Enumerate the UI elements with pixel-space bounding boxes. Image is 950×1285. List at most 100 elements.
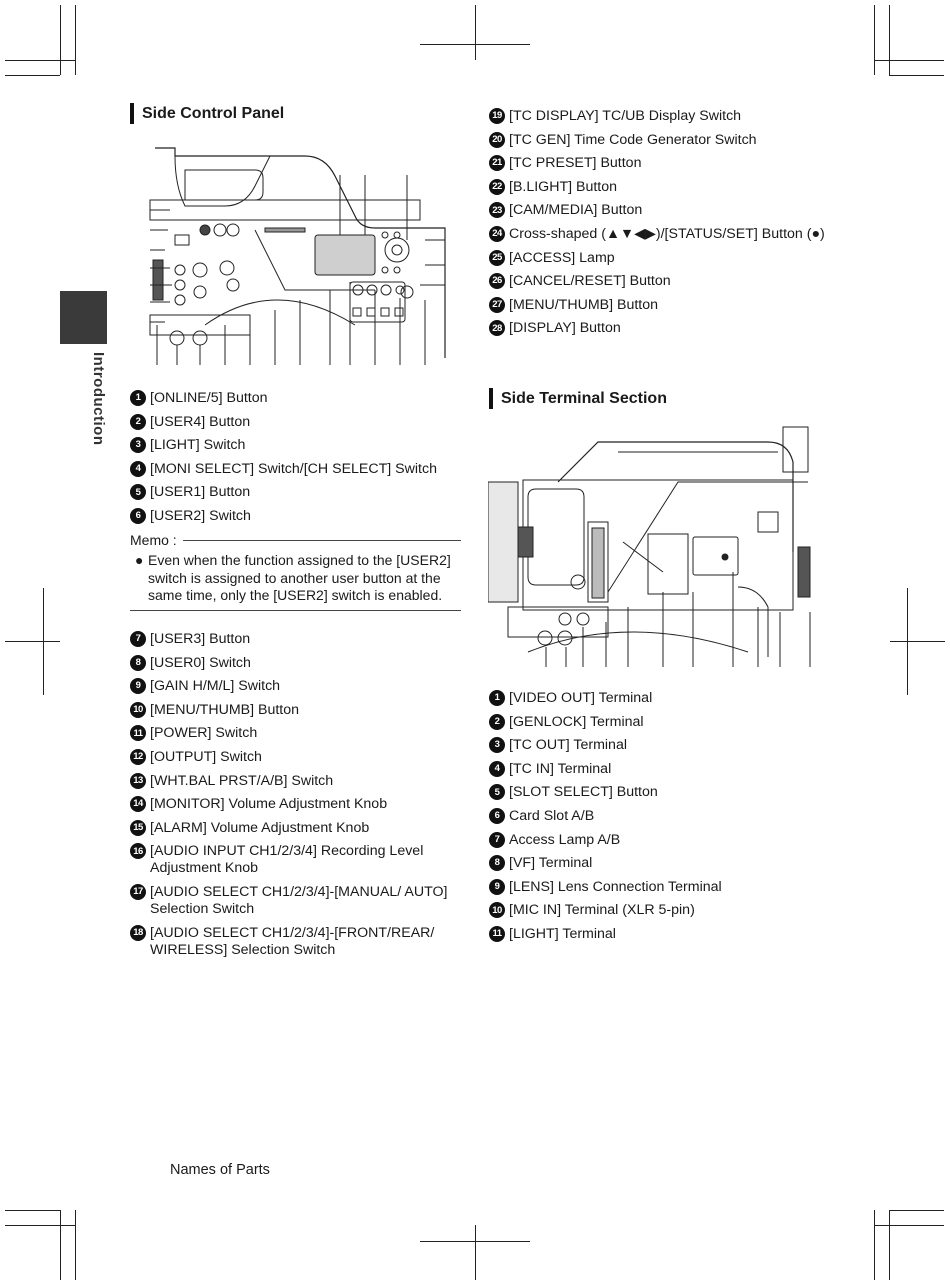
item-number: 3 bbox=[130, 437, 146, 454]
item-text: [TC IN] Terminal bbox=[509, 760, 612, 777]
item-text: [MENU/THUMB] Button bbox=[509, 296, 658, 313]
item-text: [VF] Terminal bbox=[509, 855, 593, 872]
list-item: 12[OUTPUT] Switch bbox=[130, 748, 465, 766]
item-text: [USER3] Button bbox=[150, 631, 251, 647]
item-number: 1 bbox=[130, 390, 146, 406]
item-number: 25 bbox=[489, 249, 505, 266]
crop-mark bbox=[60, 5, 61, 75]
item-text: [AUDIO SELECT CH1/2/3/4]-[FRONT/REAR/ WI… bbox=[150, 924, 435, 958]
list-item: 28[DISPLAY] Button bbox=[489, 320, 829, 337]
item-text: [TC PRESET] Button bbox=[509, 155, 642, 172]
section-title-side-control-panel: Side Control Panel bbox=[130, 103, 284, 124]
item-text: [CAM/MEDIA] Button bbox=[509, 202, 643, 219]
item-number: 26 bbox=[489, 273, 505, 290]
list-item: 8[VF] Terminal bbox=[489, 855, 829, 872]
item-number: 4 bbox=[489, 760, 505, 777]
item-text: [LENS] Lens Connection Terminal bbox=[509, 878, 722, 895]
list-item: 13[WHT.BAL PRST/A/B] Switch bbox=[130, 772, 465, 790]
list-item: 11[LIGHT] Terminal bbox=[489, 925, 829, 943]
page-footer: Names of Parts bbox=[170, 1162, 270, 1178]
list-item: 3[LIGHT] Switch bbox=[130, 437, 465, 454]
section-title-side-terminal-section: Side Terminal Section bbox=[489, 388, 667, 409]
crop-mark bbox=[889, 5, 890, 75]
item-text: [TC OUT] Terminal bbox=[509, 737, 627, 754]
item-number: 14 bbox=[130, 796, 146, 813]
item-text: [LIGHT] Terminal bbox=[509, 925, 616, 942]
crop-mark bbox=[475, 1225, 476, 1280]
item-number: 19 bbox=[489, 108, 505, 124]
list-item: 10[MIC IN] Terminal (XLR 5-pin) bbox=[489, 902, 829, 919]
item-number: 9 bbox=[489, 878, 505, 895]
item-text: Card Slot A/B bbox=[509, 807, 595, 824]
item-number: 11 bbox=[489, 925, 505, 942]
crop-mark bbox=[890, 641, 945, 642]
item-number: 27 bbox=[489, 296, 505, 313]
item-text: [GENLOCK] Terminal bbox=[509, 713, 644, 730]
list-item: 1[ONLINE/5] Button bbox=[130, 390, 465, 407]
list-item: 18[AUDIO SELECT CH1/2/3/4]-[FRONT/REAR/ … bbox=[130, 924, 465, 959]
item-text: [MONITOR] Volume Adjustment Knob bbox=[150, 796, 388, 813]
item-text: [CANCEL/RESET] Button bbox=[509, 273, 671, 290]
item-number: 4 bbox=[130, 460, 146, 477]
item-number: 5 bbox=[489, 784, 505, 801]
crop-mark bbox=[889, 1210, 944, 1211]
list-item: 4[TC IN] Terminal bbox=[489, 760, 829, 778]
list-item: 27[MENU/THUMB] Button bbox=[489, 296, 829, 314]
list-item: 19[TC DISPLAY] TC/UB Display Switch bbox=[489, 108, 829, 125]
crop-mark bbox=[874, 5, 875, 75]
item-text: [USER0] Switch bbox=[150, 654, 251, 671]
list-item: 5[USER1] Button bbox=[130, 484, 465, 501]
crop-mark bbox=[874, 60, 944, 61]
side-control-list-1: 1[ONLINE/5] Button 2[USER4] Button 3[LIG… bbox=[130, 390, 465, 532]
item-number: 20 bbox=[489, 131, 505, 148]
item-number: 13 bbox=[130, 772, 146, 789]
chapter-label: Introduction bbox=[90, 352, 107, 446]
item-text: [USER1] Button bbox=[150, 484, 251, 501]
crop-mark bbox=[75, 5, 76, 75]
item-text: [MONI SELECT] Switch/[CH SELECT] Switch bbox=[150, 460, 437, 477]
item-text: [POWER] Switch bbox=[150, 725, 258, 742]
list-item: 17[AUDIO SELECT CH1/2/3/4]-[MANUAL/ AUTO… bbox=[130, 883, 465, 918]
item-number: 2 bbox=[489, 713, 505, 730]
item-number: 12 bbox=[130, 748, 146, 765]
item-number: 24 bbox=[489, 225, 505, 242]
bullet-icon: ● bbox=[135, 552, 144, 568]
list-item: 10[MENU/THUMB] Button bbox=[130, 701, 465, 719]
crop-mark bbox=[420, 44, 530, 45]
item-number: 7 bbox=[130, 631, 146, 647]
item-number: 6 bbox=[130, 507, 146, 524]
item-number: 7 bbox=[489, 831, 505, 848]
item-number: 3 bbox=[489, 737, 505, 754]
list-item: 4[MONI SELECT] Switch/[CH SELECT] Switch bbox=[130, 460, 465, 478]
list-item: 26[CANCEL/RESET] Button bbox=[489, 273, 829, 290]
item-text: [B.LIGHT] Button bbox=[509, 178, 618, 195]
item-number: 5 bbox=[130, 484, 146, 501]
list-item: 5[SLOT SELECT] Button bbox=[489, 784, 829, 801]
item-text: [ONLINE/5] Button bbox=[150, 390, 268, 406]
list-item: 9[LENS] Lens Connection Terminal bbox=[489, 878, 829, 896]
list-item: 25[ACCESS] Lamp bbox=[489, 249, 829, 267]
item-number: 10 bbox=[489, 902, 505, 919]
crop-mark bbox=[889, 75, 944, 76]
crop-mark bbox=[5, 1225, 75, 1226]
item-number: 17 bbox=[130, 883, 146, 900]
item-text: [LIGHT] Switch bbox=[150, 437, 246, 454]
list-item: 15[ALARM] Volume Adjustment Knob bbox=[130, 819, 465, 837]
chapter-tab bbox=[60, 291, 107, 344]
list-item: 16[AUDIO INPUT CH1/2/3/4] Recording Leve… bbox=[130, 843, 465, 877]
crop-mark bbox=[60, 1210, 61, 1280]
item-number: 9 bbox=[130, 678, 146, 695]
item-number: 11 bbox=[130, 725, 146, 742]
item-text: [OUTPUT] Switch bbox=[150, 748, 262, 765]
item-text: Cross-shaped (▲▼◀▶)/[STATUS/SET] Button … bbox=[509, 225, 825, 242]
crop-mark bbox=[475, 5, 476, 60]
side-control-list-2: 7[USER3] Button 8[USER0] Switch 9[GAIN H… bbox=[130, 631, 465, 965]
crop-mark bbox=[5, 641, 60, 642]
item-number: 15 bbox=[130, 819, 146, 836]
item-number: 8 bbox=[489, 855, 505, 872]
item-text: [VIDEO OUT] Terminal bbox=[509, 690, 653, 706]
list-item: 11[POWER] Switch bbox=[130, 725, 465, 742]
item-number: 21 bbox=[489, 155, 505, 172]
